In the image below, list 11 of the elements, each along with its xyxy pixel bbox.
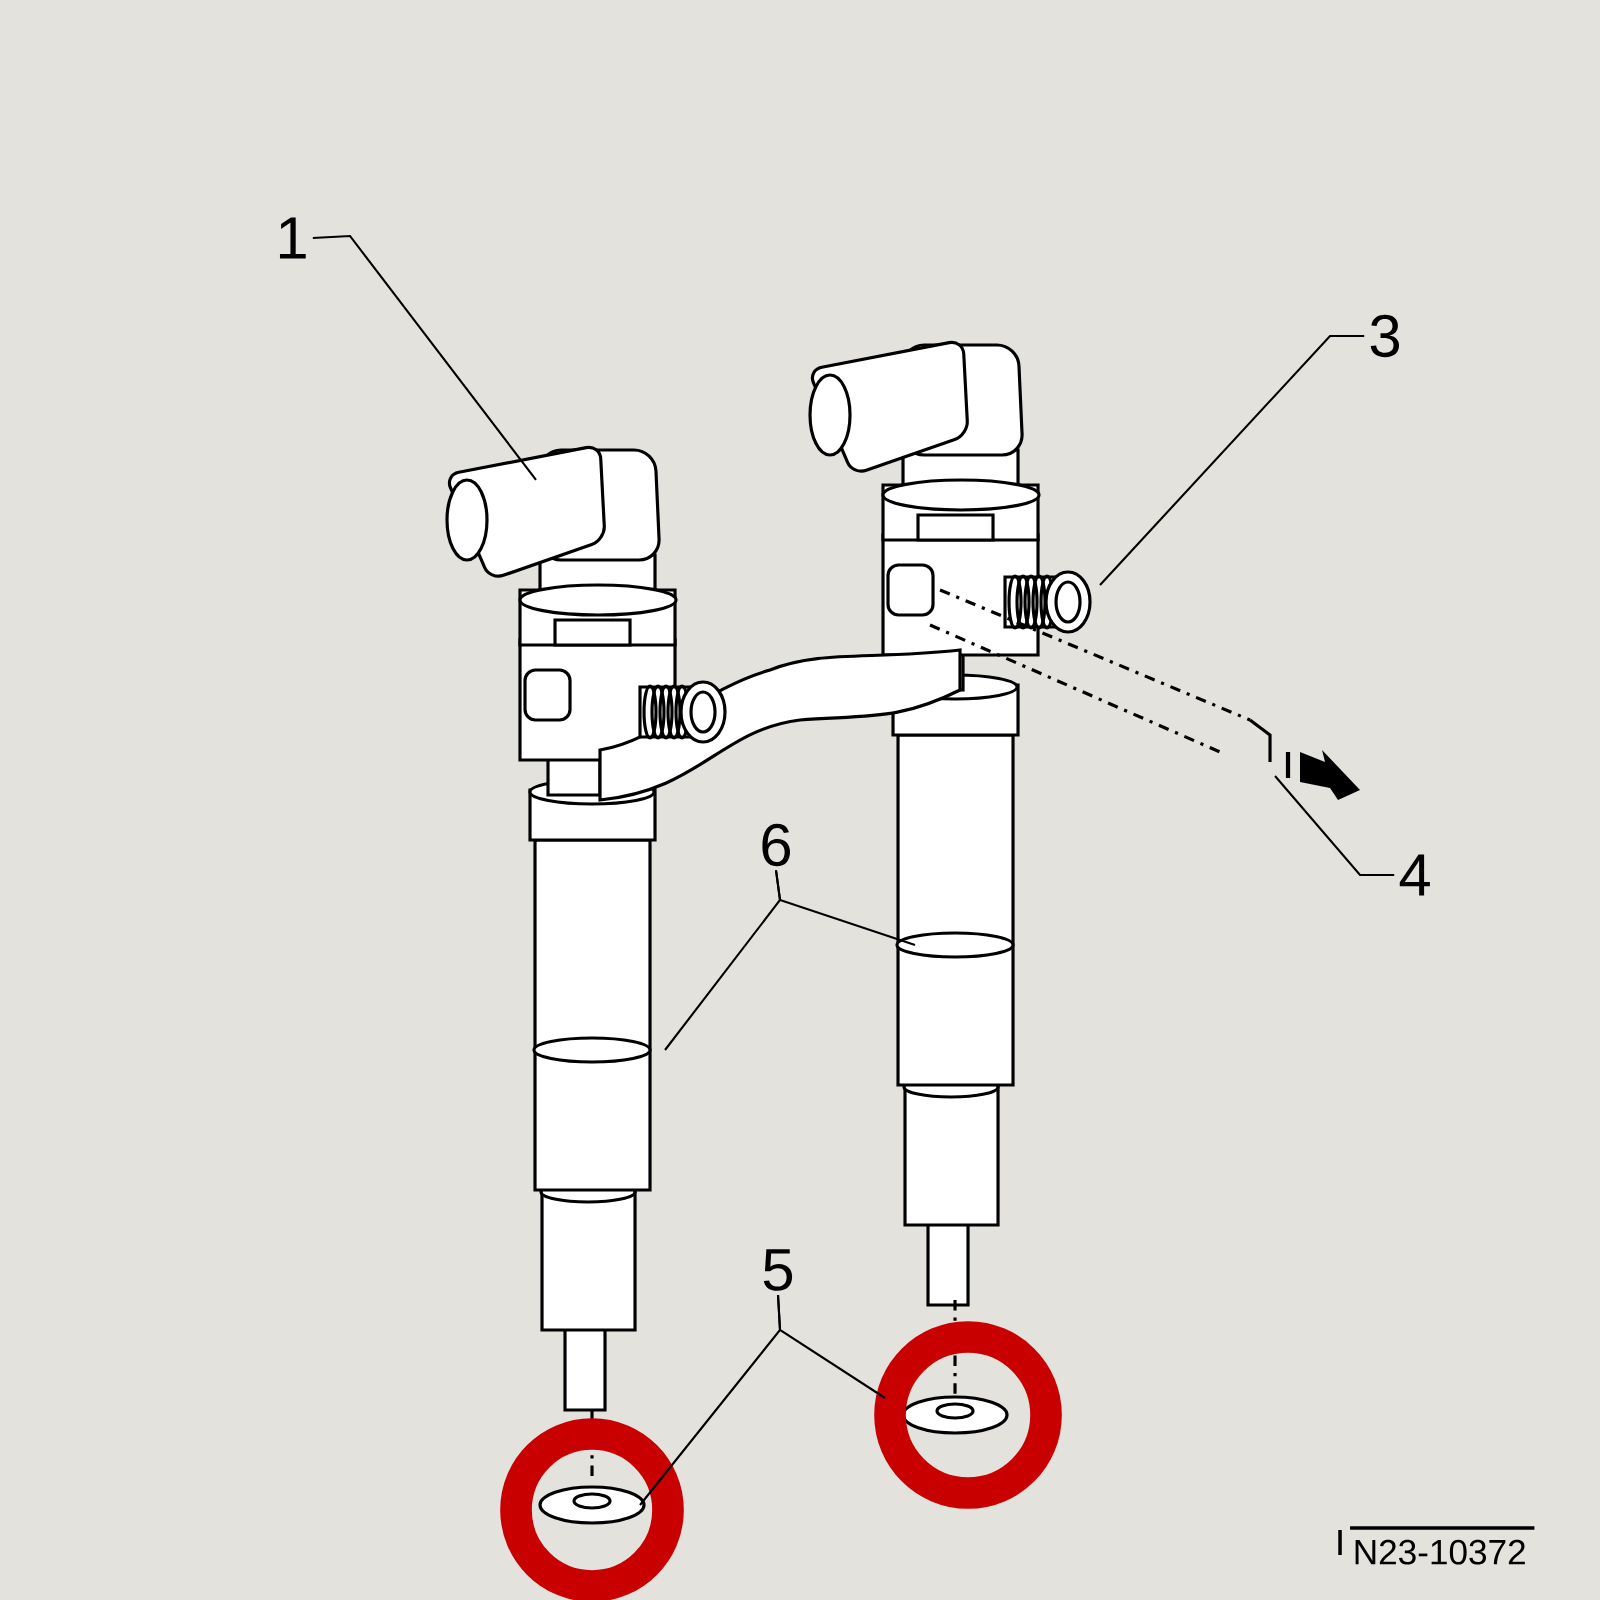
leader-line [1099, 334, 1365, 586]
leader-line [639, 1295, 782, 1506]
figure-number: N23-10372 [1338, 1526, 1537, 1565]
callout-number: 3 [1370, 314, 1399, 358]
callout-number: 5 [763, 1249, 793, 1291]
callout-number: 1 [279, 217, 306, 259]
callout-number: 4 [1399, 854, 1430, 896]
callout-number: 6 [762, 823, 790, 867]
leader-line [312, 234, 537, 481]
leader-line [664, 870, 782, 1051]
leader-line [1274, 775, 1395, 877]
